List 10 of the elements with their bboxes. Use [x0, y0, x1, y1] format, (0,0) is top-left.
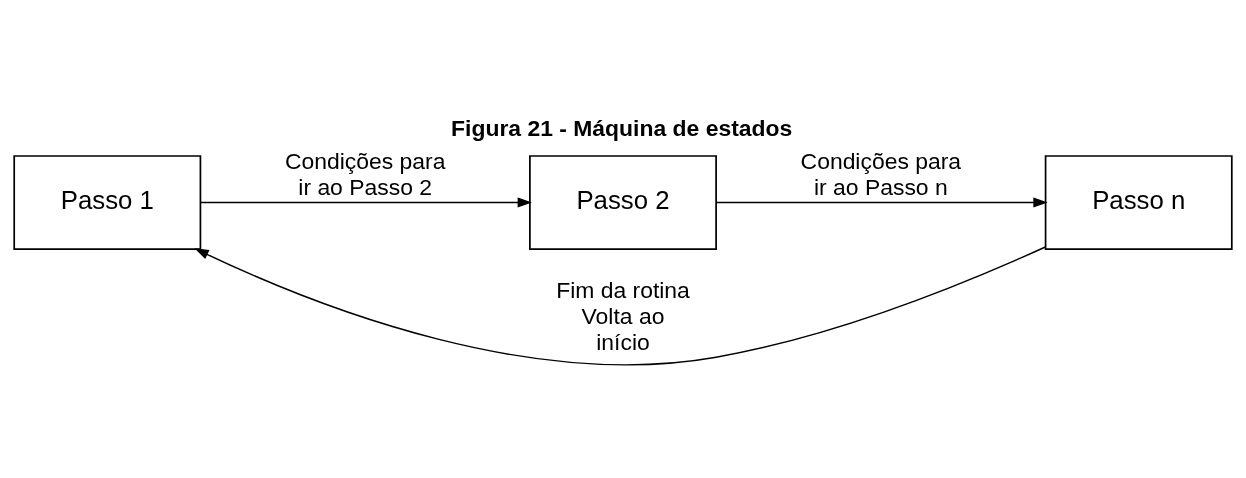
- edge-label: Condições para ir ao Passo 2: [284, 147, 446, 200]
- node-box: Passo 2: [529, 154, 717, 250]
- edge-label: Fim da rotina Volta ao início: [556, 276, 690, 355]
- arrow: [199, 197, 532, 208]
- node-box: Passo 1: [13, 154, 202, 250]
- node-box: Passo n: [1044, 154, 1233, 250]
- diagram-title: Figura 21 - Máquina de estados: [451, 114, 793, 141]
- arrow: [194, 245, 1047, 365]
- edge-label: Condições para ir ao Passo n: [800, 147, 962, 200]
- arrow: [715, 197, 1048, 208]
